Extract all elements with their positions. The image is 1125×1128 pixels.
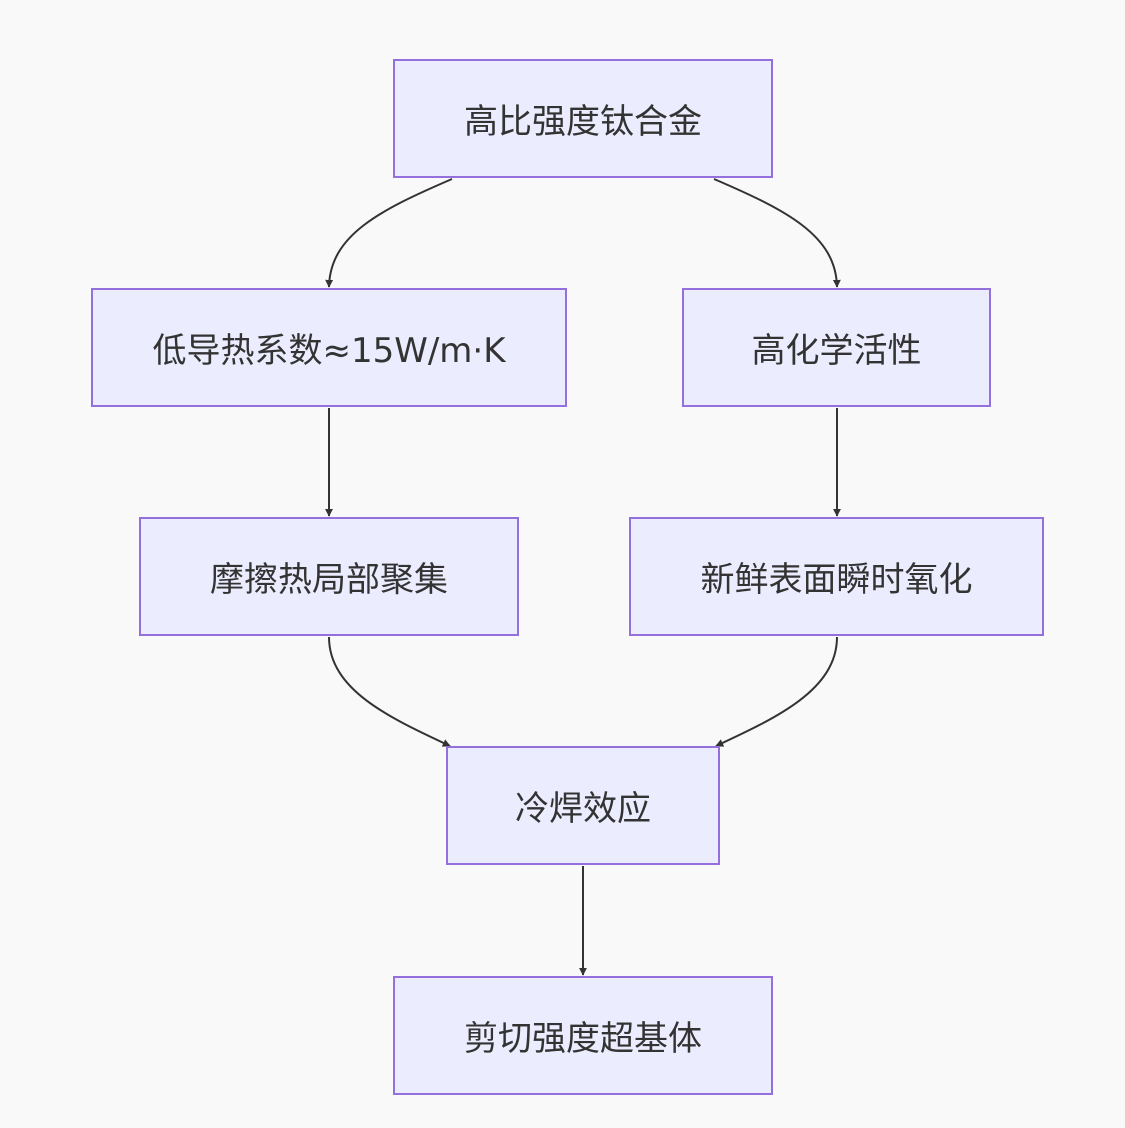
node-friction-heat-accumulation: 摩擦热局部聚集 [139,517,519,636]
node-label: 高化学活性 [751,331,922,371]
edge-n5-n6 [715,636,838,747]
node-label: 新鲜表面瞬时氧化 [700,560,973,600]
node-label: 低导热系数≈15W/m·K [152,331,506,371]
node-instant-surface-oxidation: 新鲜表面瞬时氧化 [629,517,1044,636]
node-label: 摩擦热局部聚集 [210,560,448,600]
node-label: 高比强度钛合金 [464,102,702,142]
edge-n1-n3 [713,178,841,288]
node-titanium-alloy: 高比强度钛合金 [393,59,773,178]
node-low-thermal-conductivity: 低导热系数≈15W/m·K [91,288,567,407]
node-shear-strength-exceeds-base: 剪切强度超基体 [393,976,773,1095]
node-high-chemical-activity: 高化学活性 [682,288,991,407]
edge-n4-n6 [328,636,451,747]
node-cold-welding-effect: 冷焊效应 [446,746,720,865]
node-label: 剪切强度超基体 [464,1019,702,1059]
edge-n1-n2 [325,178,453,288]
node-label: 冷焊效应 [515,789,651,829]
